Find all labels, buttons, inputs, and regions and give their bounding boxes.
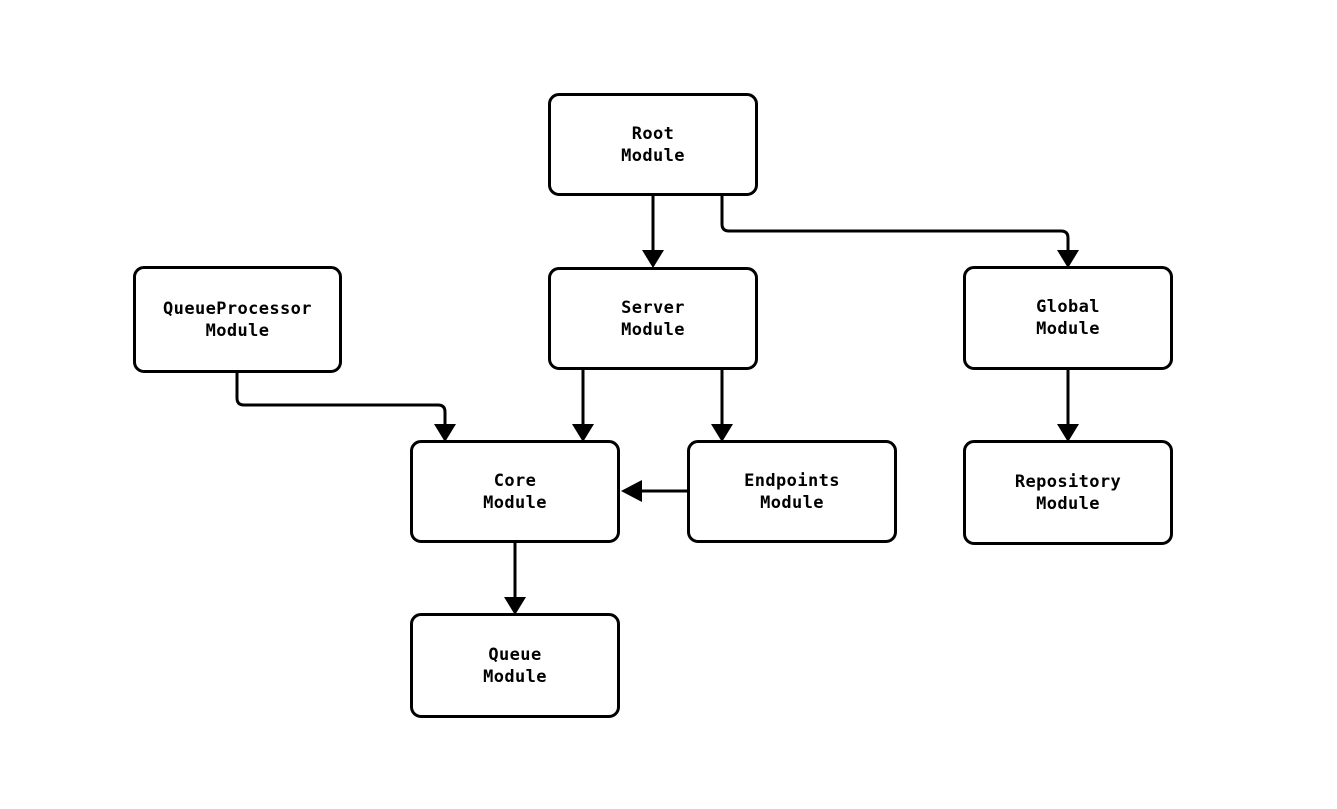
node-root-module[interactable]: Root Module bbox=[548, 93, 758, 196]
edge-server-to-endpoints bbox=[711, 370, 733, 442]
node-global-module[interactable]: Global Module bbox=[963, 266, 1173, 370]
node-label-line2: Module bbox=[1036, 319, 1100, 339]
node-label-line2: Module bbox=[621, 319, 685, 340]
node-label-line2: Module bbox=[483, 666, 547, 687]
edge-root-to-global bbox=[720, 196, 1079, 268]
node-label-line1: Endpoints bbox=[744, 470, 840, 491]
edge-root-to-server bbox=[642, 196, 664, 268]
node-label-line1: Queue bbox=[488, 644, 542, 665]
node-label-line1: Server bbox=[621, 297, 685, 318]
node-server-module[interactable]: Server Module bbox=[548, 267, 758, 370]
node-endpoints-module[interactable]: Endpoints Module bbox=[687, 440, 897, 543]
node-label-line1: Core bbox=[493, 470, 537, 491]
node-label-line1: Global bbox=[1036, 297, 1100, 317]
node-label-line2: Module bbox=[760, 492, 824, 513]
edge-server-to-core bbox=[572, 370, 594, 442]
node-label-line2: Module bbox=[1036, 493, 1100, 514]
node-queue-module[interactable]: Queue Module bbox=[410, 613, 620, 718]
node-label-line2: Module bbox=[483, 492, 547, 513]
node-label-line2: Module bbox=[205, 320, 270, 341]
edge-core-to-queue bbox=[504, 543, 526, 615]
edge-global-to-repository bbox=[1057, 370, 1079, 442]
node-label-line1: QueueProcessor bbox=[163, 298, 312, 319]
edge-queueprocessor-to-core bbox=[235, 373, 456, 442]
edge-endpoints-to-core bbox=[621, 480, 687, 502]
node-label-line2: Module bbox=[621, 145, 685, 166]
node-label-line1: Repository bbox=[1014, 471, 1122, 492]
node-repository-module[interactable]: Repository Module bbox=[963, 440, 1173, 545]
node-label-line1: Root bbox=[631, 123, 675, 144]
node-queueprocessor-module[interactable]: QueueProcessor Module bbox=[133, 266, 342, 373]
node-core-module[interactable]: Core Module bbox=[410, 440, 620, 543]
